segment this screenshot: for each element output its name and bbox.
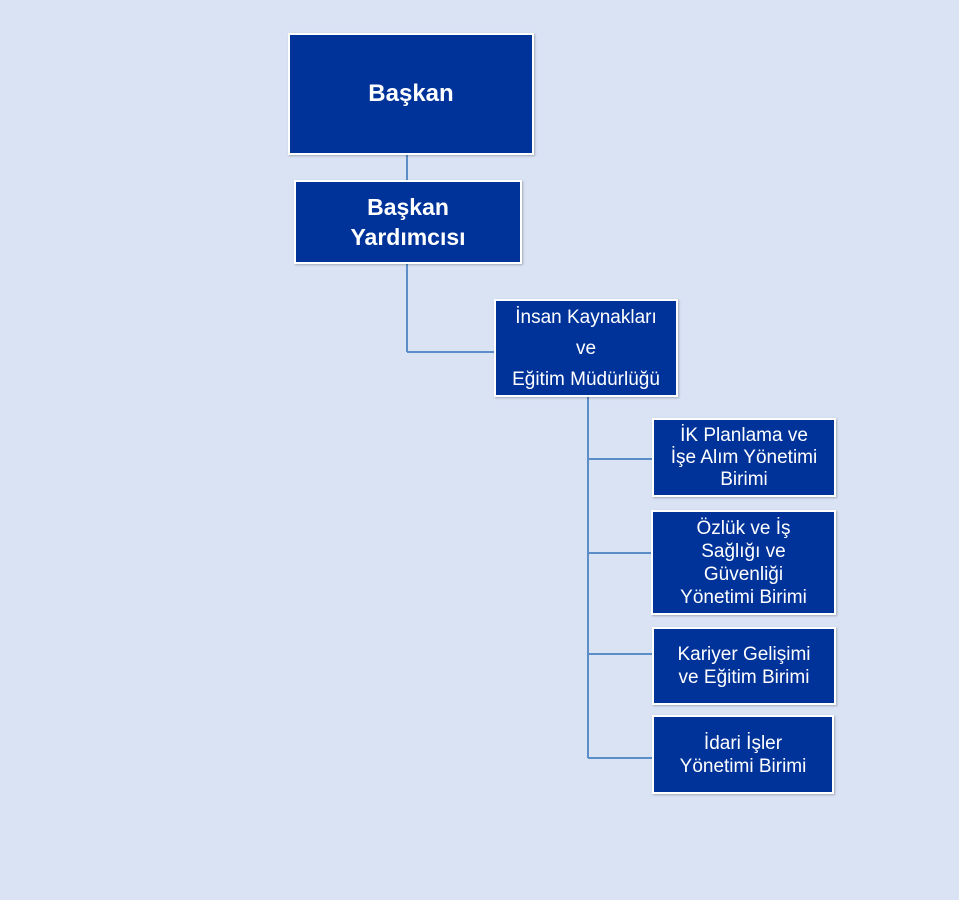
node-kariyer-birimi: Kariyer Gelişimi ve Eğitim Birimi xyxy=(652,627,836,705)
node-insan-kaynaklari-mudurlugu: İnsan Kaynakları ve Eğitim Müdürlüğü xyxy=(494,299,678,397)
node-ozluk-birimi-label: Özlük ve İş Sağlığı ve Güvenliği Yönetim… xyxy=(680,517,807,608)
node-ik-planlama-birimi: İK Planlama ve İşe Alım Yönetimi Birimi xyxy=(652,418,836,497)
node-baskan-label: Başkan xyxy=(368,80,454,107)
node-kariyer-birimi-label: Kariyer Gelişimi ve Eğitim Birimi xyxy=(677,644,811,688)
node-idari-isler-birimi: İdari İşler Yönetimi Birimi xyxy=(652,715,834,794)
node-ozluk-birimi: Özlük ve İş Sağlığı ve Güvenliği Yönetim… xyxy=(651,510,836,615)
node-idari-isler-birimi-label: İdari İşler Yönetimi Birimi xyxy=(679,732,807,777)
node-baskan-yardimcisi-label: Başkan Yardımcısı xyxy=(350,194,466,250)
node-baskan-yardimcisi: Başkan Yardımcısı xyxy=(294,180,522,264)
node-ik-planlama-birimi-label: İK Planlama ve İşe Alım Yönetimi Birimi xyxy=(670,424,818,490)
node-insan-kaynaklari-mudurlugu-label: İnsan Kaynakları ve Eğitim Müdürlüğü xyxy=(512,306,660,390)
node-baskan: Başkan xyxy=(288,33,534,155)
